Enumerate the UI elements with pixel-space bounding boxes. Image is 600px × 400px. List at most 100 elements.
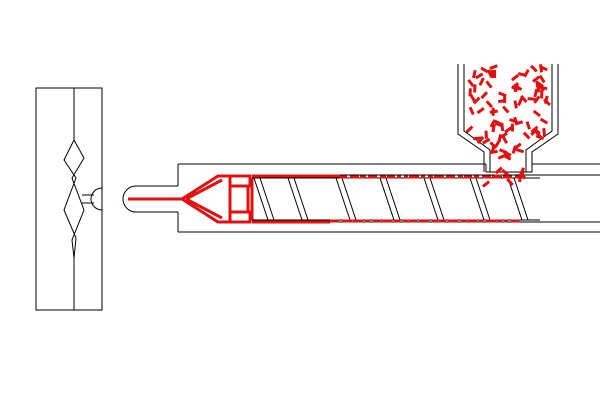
pellet: [527, 97, 536, 101]
pellet: [535, 84, 541, 93]
pellet: [513, 142, 522, 150]
melt-fragment: [353, 219, 363, 223]
hopper: [457, 64, 559, 172]
melt-fragment: [373, 219, 381, 223]
barrel-feed-throat: [485, 164, 533, 173]
pellet: [503, 150, 512, 157]
mold-cavity-left-wall: [63, 139, 77, 259]
melt-fragment: [428, 175, 433, 179]
screw-flight: [253, 177, 275, 221]
pellet: [533, 95, 541, 104]
mold-sprue-bushing: [90, 187, 103, 211]
pellet: [543, 98, 551, 106]
melt-fragment: [365, 219, 370, 223]
pellet: [510, 123, 515, 132]
melt-fragment: [387, 175, 395, 179]
pellet: [467, 78, 475, 88]
mold-cavity-right-wall: [71, 139, 85, 259]
melt-fragment: [419, 219, 429, 223]
pellet: [489, 69, 495, 79]
screw-flight: [507, 177, 529, 221]
melt-fragment: [409, 219, 417, 223]
pellet: [485, 100, 494, 109]
melt-fragment: [409, 175, 419, 179]
pellet: [501, 135, 509, 144]
melt-fragment: [479, 219, 483, 223]
screw-flight: [469, 177, 491, 221]
melt-fragment: [446, 175, 455, 179]
nozzle-body: [136, 185, 178, 213]
pellet: [473, 84, 477, 93]
melt-fragment: [421, 175, 425, 179]
pellet: [530, 125, 539, 134]
pellet: [494, 174, 502, 178]
pellet: [513, 100, 518, 109]
melt-fragment: [497, 219, 502, 223]
pellet: [481, 137, 491, 145]
pellet: [472, 69, 477, 79]
nozzle-tip: [122, 185, 137, 213]
melt-fragment: [360, 175, 366, 179]
melt-fragment: [397, 175, 401, 179]
melt-fragment: [515, 175, 520, 179]
pellet: [468, 88, 472, 97]
pellet: [542, 128, 546, 137]
pellet: [494, 138, 502, 148]
pellet: [532, 75, 541, 83]
melt-fragment: [403, 219, 408, 223]
hopper-right-wall: [531, 64, 559, 172]
melt-fragment: [468, 219, 477, 223]
pellet: [494, 166, 503, 175]
melt-fragment: [486, 219, 496, 223]
melt-fragment: [342, 219, 352, 223]
melt-fragment: [434, 175, 444, 179]
melt-fragment: [368, 175, 377, 179]
pellet: [538, 74, 546, 84]
pellet: [472, 96, 481, 105]
pellet: [465, 125, 474, 134]
pellet: [501, 168, 510, 177]
melt-fragment: [340, 175, 347, 179]
melt-fragment: [482, 175, 491, 179]
pellet: [481, 180, 491, 188]
pellet: [498, 99, 507, 104]
pellet: [519, 167, 525, 176]
melt-fragment: [519, 219, 520, 223]
pellet: [489, 64, 498, 70]
pellet: [485, 80, 493, 89]
melt-fragment: [382, 219, 392, 223]
mold-sprue: [82, 194, 94, 204]
hopper-left-wall: [457, 64, 485, 172]
pellet: [475, 72, 484, 80]
nozzle: [122, 164, 179, 232]
pellet: [539, 117, 549, 125]
pellet: [468, 106, 475, 116]
pellet: [511, 82, 520, 90]
pellet: [515, 148, 525, 154]
melt-fragment: [350, 175, 359, 179]
melt-fragment: [404, 175, 408, 179]
pellet: [520, 94, 528, 103]
pellet: [489, 109, 499, 114]
pellet: [517, 97, 523, 107]
plastic-pellets: [465, 64, 551, 188]
pellet: [489, 119, 497, 128]
screw-flight: [335, 177, 357, 221]
mold-outline: [35, 87, 103, 311]
check-ring-plastic: [228, 174, 252, 224]
mold: [35, 87, 103, 311]
screw-flights: [252, 177, 540, 221]
pellet: [480, 66, 489, 74]
melt-fragment: [380, 175, 386, 179]
melt-fragment: [394, 219, 400, 223]
melt-fragment: [503, 175, 512, 179]
pellet: [523, 69, 530, 78]
pellet: [504, 126, 513, 134]
pellet: [472, 136, 482, 141]
pellet: [506, 178, 514, 186]
pellet: [529, 64, 538, 73]
screw-flight: [287, 177, 309, 221]
pellet: [510, 73, 520, 82]
